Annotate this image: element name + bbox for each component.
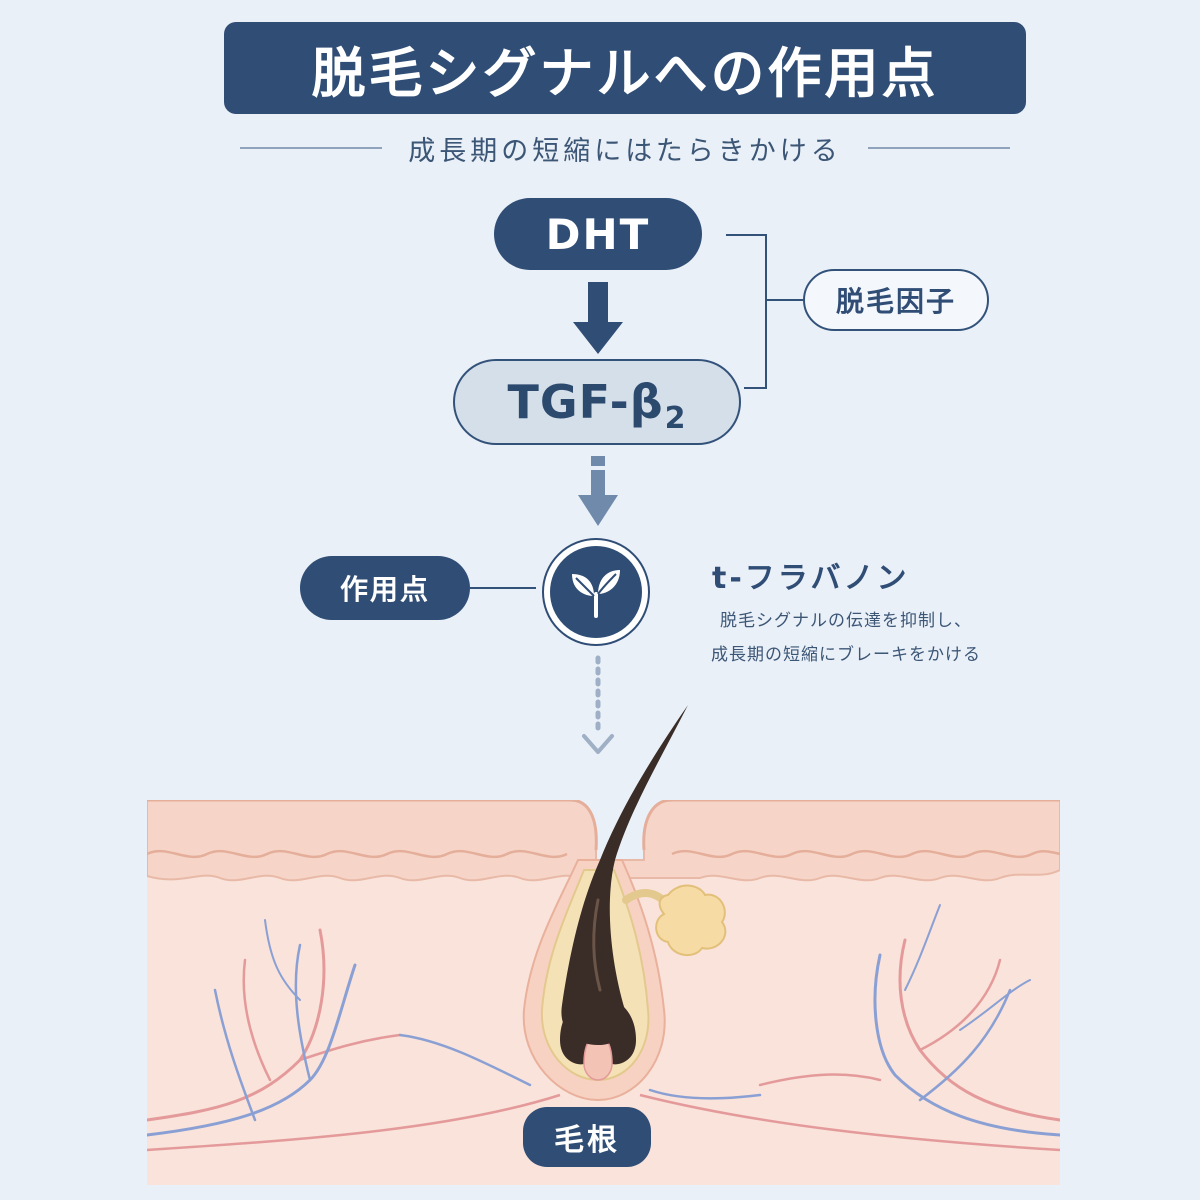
title-banner: 脱毛シグナルへの作用点 xyxy=(224,22,1026,114)
dotted-arrow-down-icon xyxy=(582,655,614,754)
action-point-badge: 作用点 xyxy=(300,556,470,620)
skin-surface-line xyxy=(147,800,1060,851)
hair-highlight xyxy=(592,898,602,992)
leaf-badge xyxy=(542,538,650,646)
tgf-beta2-node: TGF-β2 xyxy=(453,359,741,445)
subtitle: 成長期の短縮にはたらきかける xyxy=(408,135,842,167)
tgf-label: TGF-β2 xyxy=(507,375,686,436)
hair-root-label: 毛根 xyxy=(554,1123,620,1158)
sprout-icon xyxy=(572,570,620,618)
compound-name: t-フラバノン xyxy=(712,561,910,596)
hair-shaft xyxy=(561,705,688,1045)
subtitle-line-left xyxy=(240,147,383,149)
compound-description: 脱毛シグナルの伝達を抑制し、 成長期の短縮にブレーキをかける xyxy=(686,604,1006,672)
epidermis xyxy=(147,800,1060,882)
subtitle-line-right xyxy=(867,147,1010,149)
arrow-down-icon-faded xyxy=(578,456,618,526)
dht-node: DHT xyxy=(494,198,702,270)
basal-wave xyxy=(147,849,1060,859)
dht-label: DHT xyxy=(545,209,651,259)
tgf-subscript: 2 xyxy=(664,401,687,436)
arrow-down-icon xyxy=(573,282,623,354)
vessels-left xyxy=(147,919,532,1137)
action-point-label: 作用点 xyxy=(339,573,430,606)
compound-description-line1: 脱毛シグナルの伝達を抑制し、 xyxy=(720,611,972,631)
vessels-right xyxy=(648,904,1060,1137)
flow-connectors xyxy=(470,234,803,754)
hair-root-badge: 毛根 xyxy=(523,1107,651,1167)
hair-loss-factor-badge: 脱毛因子 xyxy=(803,269,989,331)
sebaceous-gland xyxy=(655,884,727,957)
tgf-main: TGF-β xyxy=(507,375,664,429)
page-title: 脱毛シグナルへの作用点 xyxy=(311,41,939,105)
factor-bracket xyxy=(726,234,803,389)
hair-loss-factor-label: 脱毛因子 xyxy=(835,285,956,318)
deep-vessel xyxy=(147,1093,1060,1152)
leaf-badge-inner xyxy=(550,546,642,638)
subtitle-row: 成長期の短縮にはたらきかける xyxy=(240,126,1010,170)
compound-description-line2: 成長期の短縮にブレーキをかける xyxy=(711,645,981,665)
